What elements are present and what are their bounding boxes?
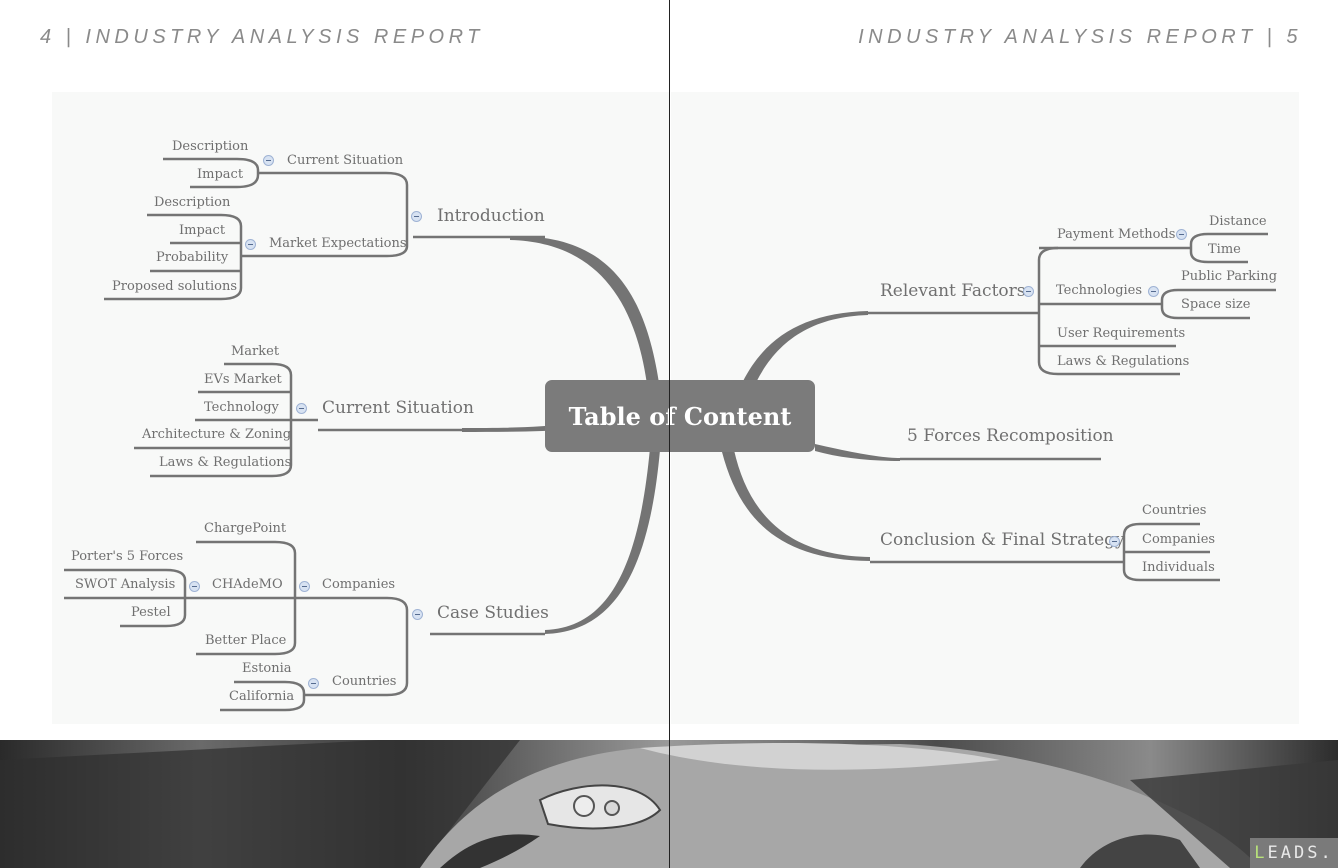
leaf-impact[interactable]: Impact bbox=[179, 223, 226, 238]
mindmap-root[interactable]: Table of Content bbox=[545, 380, 815, 452]
branch-introduction bbox=[510, 235, 660, 392]
subtopic-current-situation[interactable]: Current Situation bbox=[287, 153, 404, 168]
leaf-public-parking[interactable]: Public Parking bbox=[1181, 269, 1278, 284]
collapse-toggle-icon[interactable] bbox=[299, 581, 310, 592]
collapse-toggle-icon[interactable] bbox=[308, 678, 319, 689]
topic-current-situation[interactable]: Current Situation bbox=[322, 398, 474, 418]
collapse-toggle-icon[interactable] bbox=[1023, 286, 1034, 297]
collapse-toggle-icon[interactable] bbox=[412, 609, 423, 620]
branch-five-forces bbox=[815, 444, 900, 461]
leaf-chademo[interactable]: CHAdeMO bbox=[212, 577, 283, 592]
car-illustration bbox=[0, 740, 1338, 868]
collapse-toggle-icon[interactable] bbox=[189, 581, 200, 592]
subtopic-user-requirements[interactable]: User Requirements bbox=[1057, 326, 1186, 341]
leaf-space-size[interactable]: Space size bbox=[1181, 297, 1251, 312]
brand-first-letter: L bbox=[1254, 843, 1268, 863]
leaf-porters-5-forces[interactable]: Porter's 5 Forces bbox=[71, 549, 184, 564]
topic-case-studies[interactable]: Case Studies bbox=[437, 603, 549, 623]
leaf-probability[interactable]: Probability bbox=[156, 250, 229, 265]
topic-introduction[interactable]: Introduction bbox=[437, 206, 545, 226]
branch-conclusion bbox=[722, 450, 870, 561]
topic-relevant-factors[interactable]: Relevant Factors bbox=[880, 281, 1026, 301]
subtopic-companies[interactable]: Companies bbox=[322, 577, 396, 592]
subtopic-market-expectations[interactable]: Market Expectations bbox=[269, 236, 407, 251]
leaf-estonia[interactable]: Estonia bbox=[242, 661, 292, 676]
leaf-impact[interactable]: Impact bbox=[197, 167, 244, 182]
leaf-countries[interactable]: Countries bbox=[1142, 503, 1207, 518]
page-spread-divider bbox=[669, 0, 670, 868]
topic-conclusion[interactable]: Conclusion & Final Strategy bbox=[880, 530, 1125, 550]
brand-rest: EADS. bbox=[1267, 843, 1334, 863]
leaf-chargepoint[interactable]: ChargePoint bbox=[204, 521, 287, 536]
leaf-individuals[interactable]: Individuals bbox=[1142, 560, 1215, 575]
collapse-toggle-icon[interactable] bbox=[296, 403, 307, 414]
leaf-proposed-solutions[interactable]: Proposed solutions bbox=[112, 279, 238, 294]
subtopic-payment-methods[interactable]: Payment Methods bbox=[1057, 227, 1176, 242]
leaf-swot-analysis[interactable]: SWOT Analysis bbox=[75, 577, 176, 592]
leaf-distance[interactable]: Distance bbox=[1209, 214, 1267, 229]
leaf-evs-market[interactable]: EVs Market bbox=[204, 372, 282, 387]
page-header-left: 4 | INDUSTRY ANALYSIS REPORT bbox=[40, 26, 484, 48]
leaf-laws-regulations[interactable]: Laws & Regulations bbox=[159, 455, 292, 470]
leaf-pestel[interactable]: Pestel bbox=[131, 605, 171, 620]
branch-case-studies bbox=[545, 448, 660, 634]
topic-five-forces[interactable]: 5 Forces Recomposition bbox=[907, 426, 1114, 446]
leaf-description[interactable]: Description bbox=[154, 195, 231, 210]
sub-branches bbox=[64, 157, 1276, 712]
collapse-toggle-icon[interactable] bbox=[1176, 229, 1187, 240]
subtopic-countries[interactable]: Countries bbox=[332, 674, 397, 689]
leaf-california[interactable]: California bbox=[229, 689, 295, 704]
leaf-description[interactable]: Description bbox=[172, 139, 249, 154]
subtopic-laws-regulations[interactable]: Laws & Regulations bbox=[1057, 354, 1190, 369]
collapse-toggle-icon[interactable] bbox=[1148, 286, 1159, 297]
collapse-toggle-icon[interactable] bbox=[245, 239, 256, 250]
collapse-toggle-icon[interactable] bbox=[1109, 536, 1120, 547]
leaf-market[interactable]: Market bbox=[231, 344, 280, 359]
page-header-right: INDUSTRY ANALYSIS REPORT | 5 bbox=[858, 26, 1302, 48]
collapse-toggle-icon[interactable] bbox=[411, 211, 422, 222]
leaf-companies[interactable]: Companies bbox=[1142, 532, 1216, 547]
leaf-technology[interactable]: Technology bbox=[204, 400, 279, 415]
subtopic-technologies[interactable]: Technologies bbox=[1056, 283, 1143, 298]
leaf-better-place[interactable]: Better Place bbox=[205, 633, 287, 648]
leaf-time[interactable]: Time bbox=[1208, 242, 1241, 257]
leaf-architecture-zoning[interactable]: Architecture & Zoning bbox=[142, 427, 292, 442]
collapse-toggle-icon[interactable] bbox=[263, 155, 274, 166]
